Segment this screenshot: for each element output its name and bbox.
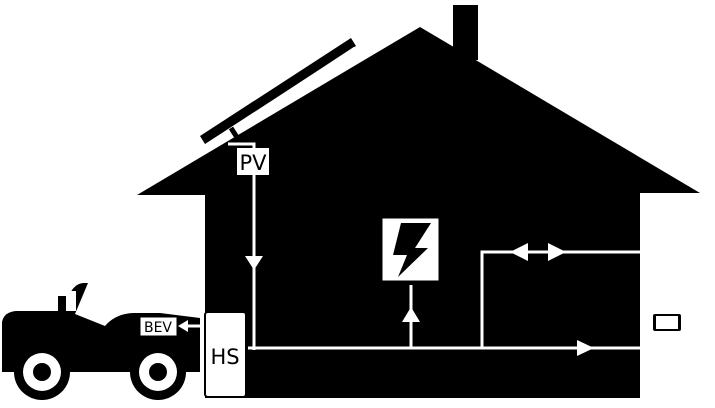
pv-label-box xyxy=(237,148,269,175)
heat-pump-icon xyxy=(647,308,687,336)
arrow-grid-left xyxy=(510,243,528,261)
arrow-to-wp xyxy=(577,340,594,356)
hs-label: HS xyxy=(210,345,239,369)
arrow-to-bev xyxy=(178,320,188,332)
pv-line xyxy=(228,142,256,350)
hak-label: HAK xyxy=(650,238,701,266)
wp-label: WP xyxy=(652,360,681,381)
bev-label-box xyxy=(139,316,178,337)
pv-label: PV xyxy=(239,151,267,175)
lightning-bolt-icon xyxy=(393,223,431,277)
arrow-pv-down xyxy=(245,256,263,270)
house-icon xyxy=(137,5,700,398)
car-icon xyxy=(2,283,200,400)
meter-box xyxy=(378,214,443,285)
flow-arrows xyxy=(178,243,594,356)
bev-label: BEV xyxy=(144,320,172,336)
grid-line xyxy=(480,250,644,348)
solar-panel-icon xyxy=(200,38,356,148)
arrow-grid-right xyxy=(548,243,566,261)
hs-tank xyxy=(204,311,247,398)
arrow-meter-up xyxy=(402,307,420,322)
